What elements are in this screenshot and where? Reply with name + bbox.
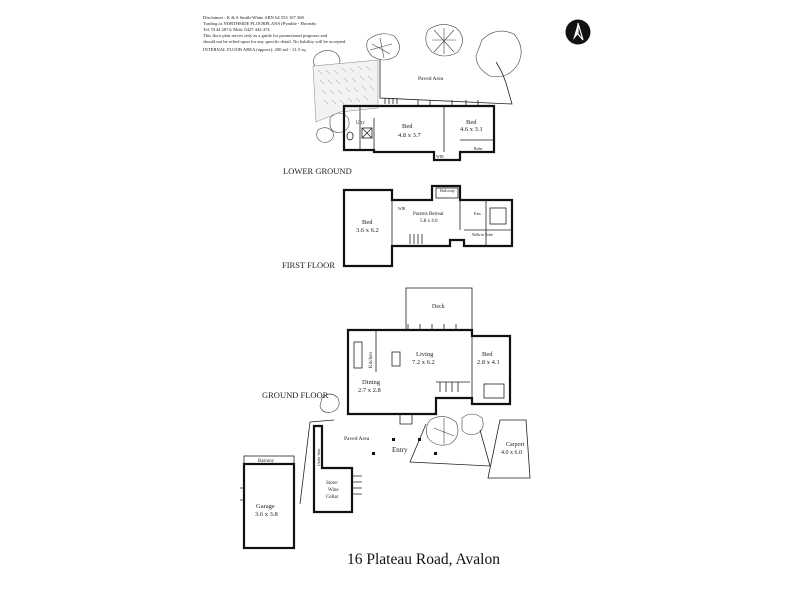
tree-icon (426, 413, 484, 446)
living-dimensions: 7.2 x 6.2 (412, 359, 435, 366)
carport-outline (487, 419, 531, 479)
cellar-label: Cellar (326, 495, 339, 500)
parents-retreat-dimensions: 5.8 x 4.6 (420, 219, 438, 224)
interior-walls (359, 106, 494, 152)
kitchen-label: Kitchen (369, 352, 374, 368)
tree-icon (316, 30, 522, 143)
paved-area-outline (379, 60, 513, 105)
disclaimer-line: Disclaimer : K & S Smith-White ABN 64 55… (203, 15, 304, 20)
bed-dimensions: 3.6 x 6.2 (356, 227, 379, 234)
ground-floor-plan: Deck Kitchen Living 7.2 x 6.2 Bed 2.8 x … (240, 287, 531, 550)
interior-walls (375, 330, 473, 425)
paved-area-label: Paved Area (344, 436, 370, 442)
store-walls (312, 424, 354, 514)
disclaimer-line: Trading as NORTHSIDE FLOORPLANS (Pymble … (203, 21, 317, 26)
ground-floor-title: GROUND FLOOR (262, 390, 329, 400)
paved-area-label: Paved Area (418, 76, 444, 82)
garden-outline (409, 423, 491, 467)
tree-icon (425, 24, 463, 57)
deck-label: Deck (432, 304, 445, 310)
wir-label: WIR (398, 207, 406, 211)
dining-label: Dining (362, 379, 381, 386)
garage-dimensions: 3.6 x 3.8 (255, 511, 278, 518)
balcony-outline (435, 187, 459, 199)
property-address: 16 Plateau Road, Avalon (347, 551, 500, 568)
parents-retreat-label: Parents Retreat (413, 212, 444, 217)
post-marker (434, 452, 437, 455)
post-marker (392, 438, 395, 441)
garage-walls (242, 462, 296, 550)
bed-2-dimensions: 4.6 x 3.1 (460, 126, 483, 133)
bed-label: Bed (482, 351, 493, 358)
bed-dimensions: 2.8 x 4.1 (477, 359, 500, 366)
wine-label: Wine (328, 488, 339, 493)
lower-ground-walls (342, 104, 496, 162)
deck-doors (407, 324, 457, 330)
disclaimer-line: Tel: 9144 2874; Mob: 0427 442 474 (203, 27, 270, 32)
kitchen-bench (353, 341, 363, 369)
utility-label: Utty (356, 121, 365, 126)
carport-label: Carport (506, 442, 525, 448)
dining-dimensions: 2.7 x 2.8 (358, 387, 381, 394)
entry-label: Entry (392, 446, 408, 454)
shower-icon (361, 127, 373, 139)
walk-in-robe-label: Walk-in Robe (472, 233, 493, 237)
lower-ground-title: LOWER GROUND (283, 166, 352, 176)
steps (352, 475, 362, 495)
disclaimer-line: should not be relied upon for any specif… (203, 39, 347, 44)
wir-label: WIR (436, 154, 444, 159)
north-arrow-icon (565, 19, 591, 45)
tree-icon (319, 393, 340, 413)
steps (384, 98, 398, 104)
shower-icon (489, 207, 507, 225)
interior-walls (391, 200, 512, 246)
carport-dimensions: 4.0 x 6.0 (501, 450, 522, 456)
bed-1-dimensions: 4.8 x 3.7 (398, 132, 422, 139)
doors (417, 100, 479, 106)
bed-1-label: Bed (402, 123, 413, 130)
stairs (409, 234, 423, 244)
garage-label: Garage (256, 503, 275, 510)
disclaimer-line: This floor plan serves only as a guide f… (203, 33, 328, 38)
paved-area-outline (299, 419, 335, 505)
balcony-label: Balcony (440, 188, 456, 193)
under-stair-label: Under Stair (317, 448, 321, 466)
robe-label: Robe (474, 146, 483, 151)
floor-area-line: INTERNAL FLOOR AREA (approx): 200 m2 - 2… (203, 47, 306, 52)
toilet-icon (346, 131, 354, 141)
bed-2-label: Bed (466, 119, 477, 126)
lower-ground-plan: Paved Area Utty Bed 4.8 x 3.7 Bed 4.6 x … (283, 24, 522, 176)
first-floor-plan: Balcony Bed 3.6 x 6.2 Parents Retreat 5.… (282, 184, 514, 270)
first-floor-title: FIRST FLOOR (282, 260, 335, 270)
post-marker (372, 452, 375, 455)
garden-slope (312, 59, 379, 123)
first-floor-walls (342, 184, 514, 268)
bath-icon (483, 383, 505, 399)
stairs (436, 381, 470, 392)
ground-floor-walls (346, 328, 512, 416)
fireplace-icon (391, 351, 401, 367)
balcony-label: Balcony (258, 459, 275, 464)
bed-label: Bed (362, 219, 373, 226)
store-label: Store/ (326, 481, 339, 486)
ensuite-label: Ens (474, 211, 481, 216)
living-label: Living (416, 351, 434, 358)
